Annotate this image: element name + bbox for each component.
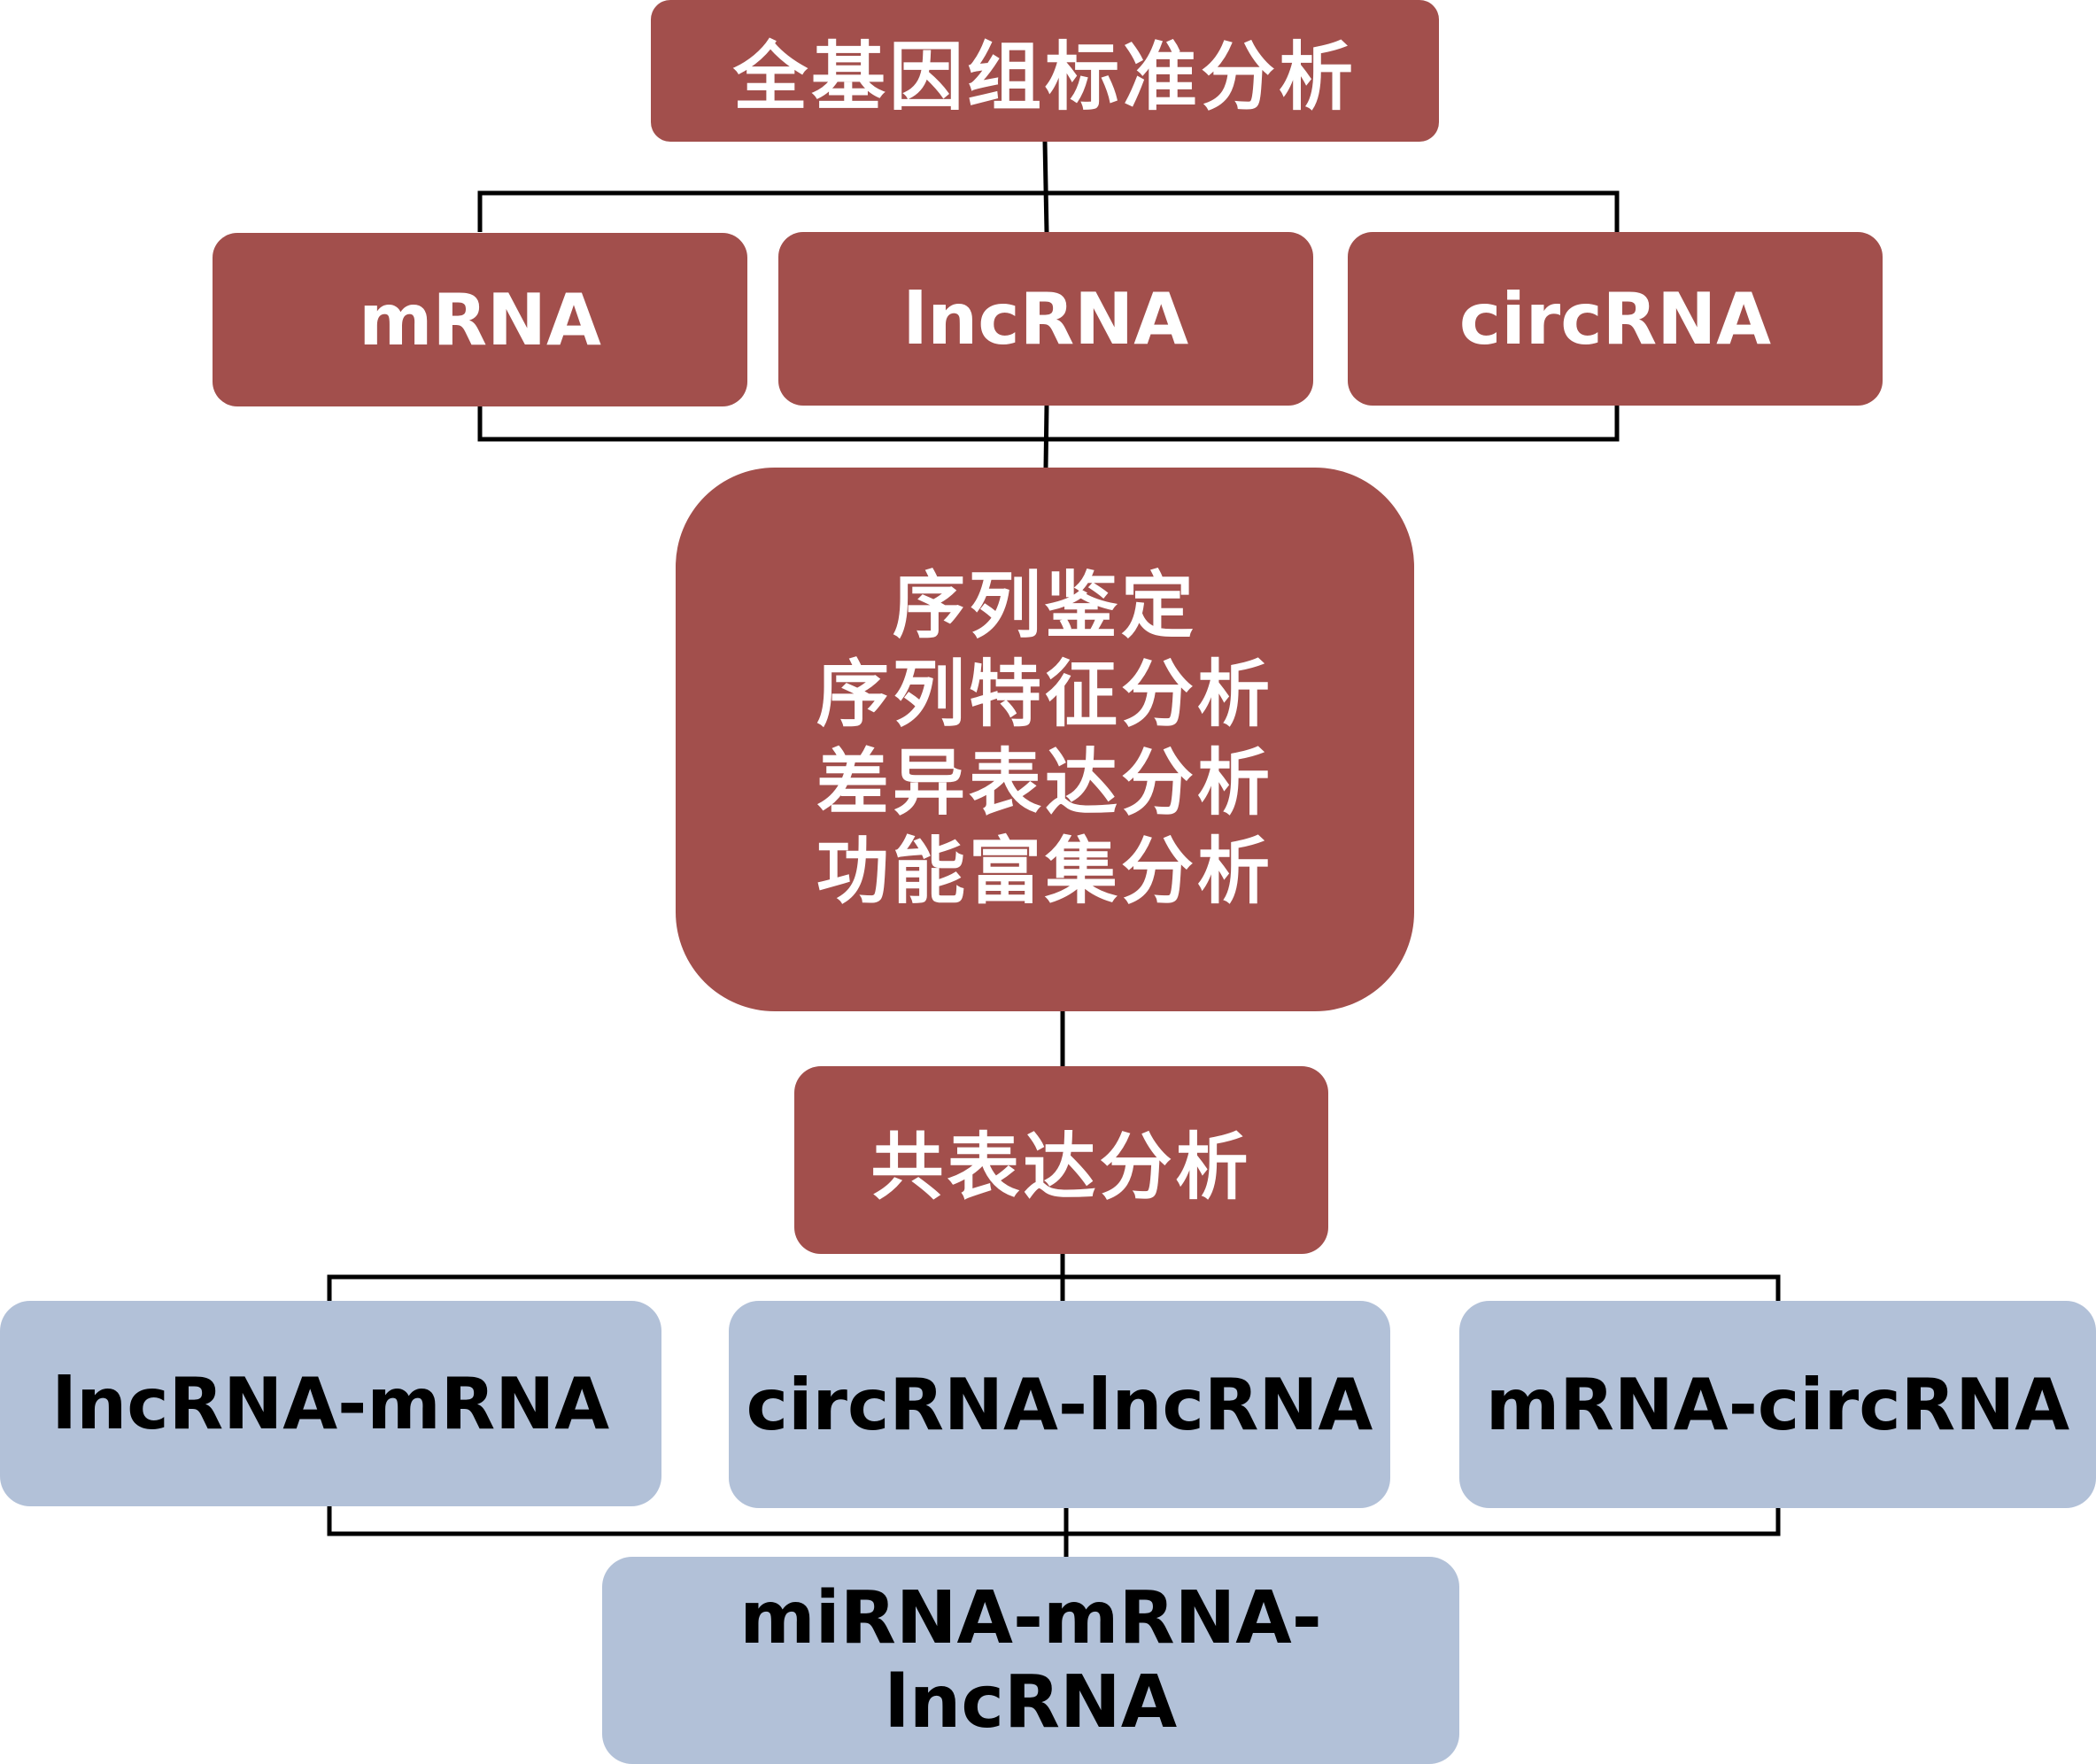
pair-circrna-lncrna-box: circRNA-lncRNA	[729, 1301, 1390, 1508]
genome-analysis-box: 全基因组标准分析	[651, 0, 1439, 142]
pair-lncrna-mrna-label: lncRNA-mRNA	[51, 1362, 610, 1445]
pair-mrna-circrna-label: mRNA-circRNA	[1485, 1363, 2070, 1446]
pair-lncrna-mrna-box: lncRNA-mRNA	[0, 1301, 661, 1506]
connector-rna-types-to-analysis	[1043, 405, 1049, 468]
network-mirna-mrna-lncrna-box: miRNA-mRNA-lncRNA	[602, 1557, 1459, 1764]
coexpression-label: 共表达分析	[870, 1125, 1252, 1210]
analysis-step-functional-enrichment: 功能富集分析	[816, 830, 1273, 914]
pair-mrna-circrna-box: mRNA-circRNA	[1459, 1301, 2096, 1508]
network-mirna-mrna-lncrna-label: miRNA-mRNA-lncRNA	[739, 1576, 1322, 1745]
bracket-pairs-bottom	[327, 1506, 1781, 1536]
genome-analysis-label: 全基因组标准分析	[732, 33, 1357, 120]
bracket-pairs-top	[327, 1274, 1781, 1301]
circrna-label: circRNA	[1458, 277, 1772, 360]
pair-circrna-lncrna-label: circRNA-lncRNA	[746, 1363, 1373, 1446]
analysis-steps-box: 序列鉴定 序列特征分析 差异表达分析 功能富集分析	[676, 468, 1414, 1011]
lncrna-box: lncRNA	[778, 232, 1313, 406]
analysis-step-sequence-features: 序列特征分析	[816, 653, 1273, 737]
analysis-step-sequence-identification: 序列鉴定	[892, 564, 1197, 648]
lncrna-label: lncRNA	[902, 277, 1189, 360]
circrna-box: circRNA	[1348, 232, 1883, 406]
coexpression-box: 共表达分析	[794, 1066, 1328, 1254]
connector-title-to-rna-types	[1042, 141, 1049, 233]
analysis-steps-list: 序列鉴定 序列特征分析 差异表达分析 功能富集分析	[816, 568, 1273, 911]
mrna-box: mRNA	[213, 233, 747, 406]
mrna-label: mRNA	[359, 278, 601, 361]
analysis-step-differential-expression: 差异表达分析	[816, 741, 1273, 825]
bracket-rna-types-top	[477, 190, 1620, 232]
bracket-rna-types-bottom	[477, 398, 1620, 442]
